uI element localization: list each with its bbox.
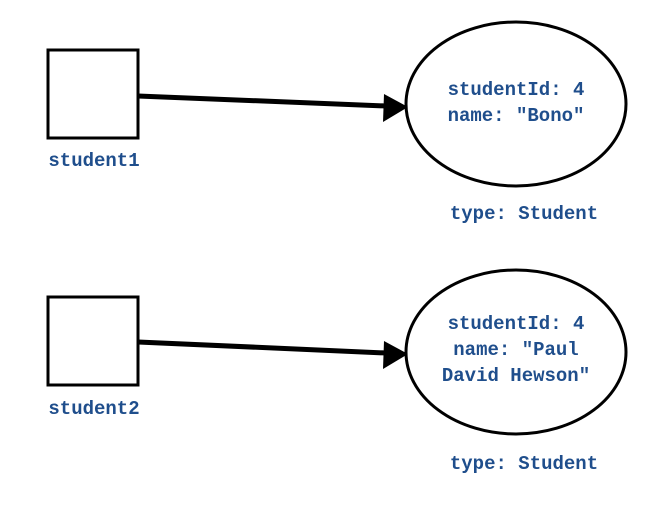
- reference-group-1: student1 studentId: 4 name: "Bono" type:…: [46, 20, 628, 225]
- object-field-line: David Hewson": [442, 365, 590, 387]
- object-field-line: name: "Paul: [453, 339, 578, 361]
- object-type-label-2: type: Student: [450, 453, 598, 475]
- object-field-line: name: "Bono": [448, 105, 585, 127]
- object-type-label-1: type: Student: [450, 203, 598, 225]
- reference-arrowhead-2: [383, 341, 408, 369]
- object-field-line: studentId: 4: [448, 313, 585, 335]
- reference-group-2: student2 studentId: 4 name: "Paul David …: [46, 268, 628, 475]
- variable-label-student1: student1: [48, 150, 139, 172]
- object-ellipse-2: [404, 268, 628, 436]
- object-ellipse-1: [404, 20, 628, 188]
- variable-label-student2: student2: [48, 398, 139, 420]
- reference-arrowhead-1: [383, 94, 408, 122]
- reference-arrow-line-1: [137, 93, 387, 109]
- variable-box-student1: [46, 48, 140, 140]
- reference-arrow-line-2: [137, 339, 387, 356]
- variable-box-student2: [46, 295, 140, 387]
- object-field-line: studentId: 4: [448, 79, 585, 101]
